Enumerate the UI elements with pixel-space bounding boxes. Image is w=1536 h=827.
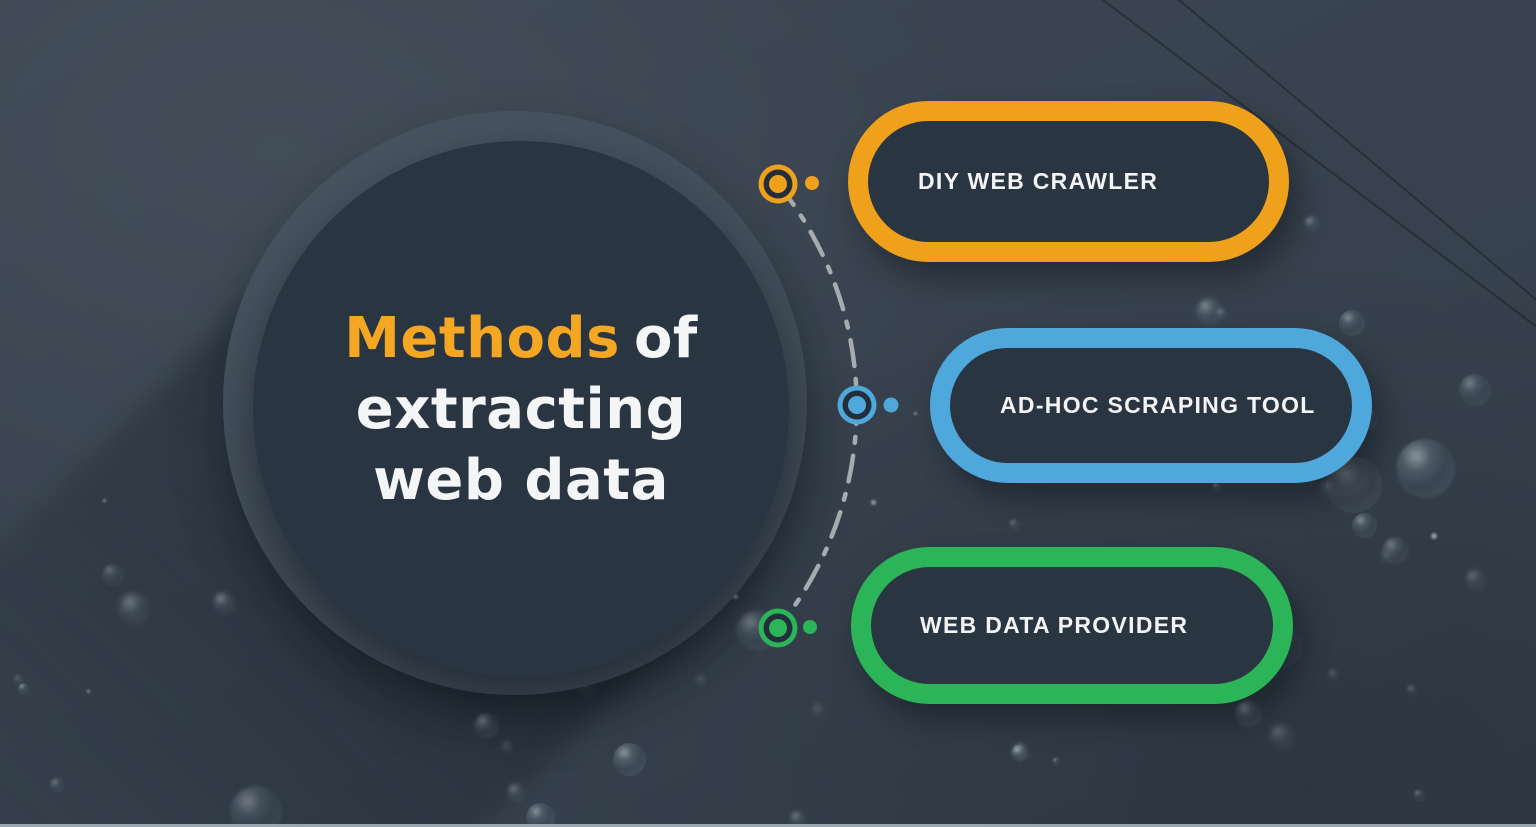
method-label: AD-HOC SCRAPING TOOL <box>1000 392 1316 418</box>
speck <box>914 412 917 415</box>
node-core <box>769 619 787 637</box>
method-label: WEB DATA PROVIDER <box>920 612 1189 638</box>
method-pill-web-data-provider[interactable]: WEB DATA PROVIDER <box>851 547 1293 704</box>
bubble <box>1269 724 1295 750</box>
speck <box>871 500 876 505</box>
bubble <box>119 593 150 624</box>
node-core <box>848 396 866 414</box>
bubble <box>1328 669 1339 680</box>
bubble <box>213 592 235 614</box>
bubble <box>1009 519 1020 530</box>
node-dot <box>883 397 899 413</box>
title-highlight: Methods <box>344 305 620 371</box>
node-diy-web-crawler <box>758 164 819 204</box>
bubble <box>1011 745 1027 761</box>
bubble <box>1339 310 1365 336</box>
title-line-3: web data <box>373 447 669 513</box>
bubble <box>474 713 499 738</box>
bubble <box>50 778 64 792</box>
bubble <box>14 675 23 684</box>
bubble <box>1196 298 1223 325</box>
node-dot <box>805 176 819 190</box>
node-ad-hoc-scraping-tool <box>837 385 899 425</box>
node-core <box>769 175 787 193</box>
bubble <box>18 683 29 694</box>
speck <box>733 594 738 599</box>
method-pill-ad-hoc-scraping-tool[interactable]: AD-HOC SCRAPING TOOL <box>930 328 1372 483</box>
bubble <box>1413 789 1426 802</box>
bottom-edge-strip <box>0 824 1536 827</box>
bubble <box>1465 569 1487 591</box>
bubble <box>696 675 707 686</box>
bubble <box>1407 685 1417 695</box>
title-line1-rest: of <box>633 305 698 371</box>
bubble <box>1320 480 1339 499</box>
bubble <box>1216 308 1227 319</box>
node-dot <box>803 620 817 634</box>
bubble <box>1235 700 1262 727</box>
bubble <box>230 786 282 827</box>
method-label: DIY WEB CRAWLER <box>918 168 1159 194</box>
bubble <box>526 803 555 827</box>
bubble <box>1304 216 1320 232</box>
bubble <box>1382 537 1409 564</box>
bubble <box>102 564 124 586</box>
bubble <box>507 783 526 802</box>
bubble <box>1396 439 1455 498</box>
bubble <box>1352 513 1377 538</box>
speck <box>1431 533 1437 539</box>
bubble <box>1052 757 1061 766</box>
node-web-data-provider <box>758 608 817 648</box>
bubble <box>1212 482 1222 492</box>
speck <box>87 690 90 693</box>
bubble <box>812 704 825 717</box>
bubble <box>1381 551 1393 563</box>
title-line-2: extracting <box>355 376 687 442</box>
bubble <box>1012 743 1030 761</box>
bubble <box>790 811 806 827</box>
speck <box>103 499 106 502</box>
bubble <box>613 743 646 776</box>
bubble <box>1459 374 1491 406</box>
bubble <box>502 742 513 753</box>
method-pill-diy-web-crawler[interactable]: DIY WEB CRAWLER <box>848 101 1289 262</box>
